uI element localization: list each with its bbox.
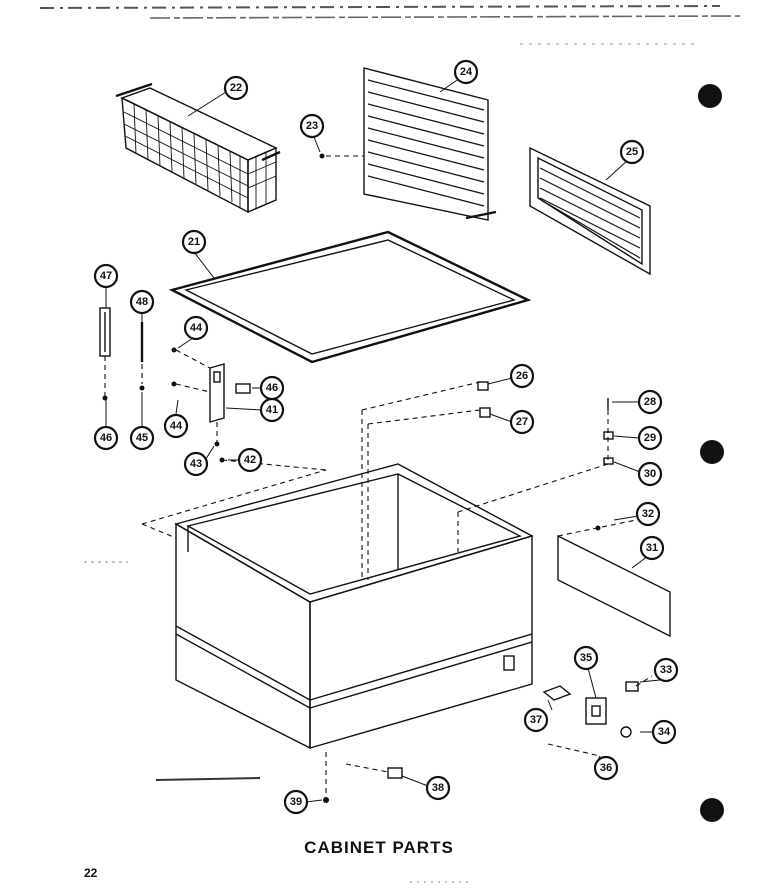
callout-21: 21 xyxy=(181,229,207,255)
callout-label: 44 xyxy=(170,420,183,432)
callout-42: 42 xyxy=(237,447,263,473)
callout-label: 38 xyxy=(432,782,444,794)
part-kick-plate xyxy=(557,519,671,638)
callout-label: 47 xyxy=(100,270,112,282)
part-cabinet-body xyxy=(141,459,534,750)
callout-32: 32 xyxy=(635,501,661,527)
callout-label: 21 xyxy=(188,236,200,248)
scan-noise-top xyxy=(39,5,741,45)
callout-label: 29 xyxy=(644,432,656,444)
callout-label: 41 xyxy=(266,404,278,416)
part-lid-gasket xyxy=(168,230,532,364)
binder-hole xyxy=(700,798,724,822)
callout-label: 45 xyxy=(136,432,148,444)
callout-43: 43 xyxy=(183,451,209,477)
callout-label: 30 xyxy=(644,468,656,480)
callout-48: 48 xyxy=(129,289,155,315)
callout-label: 48 xyxy=(136,296,148,308)
part-divider-panel xyxy=(319,67,497,221)
callout-label: 24 xyxy=(460,66,473,78)
callout-34: 34 xyxy=(651,719,677,745)
callout-label: 36 xyxy=(600,762,612,774)
callout-26: 26 xyxy=(509,363,535,389)
callout-label: 46 xyxy=(100,432,112,444)
callout-28: 28 xyxy=(637,389,663,415)
callout-label: 43 xyxy=(190,458,202,470)
page-title: CABINET PARTS xyxy=(304,838,454,857)
callout-46-hinge: 46 xyxy=(259,375,285,401)
part-fasteners-28-30 xyxy=(457,398,614,552)
callout-label: 46 xyxy=(266,382,278,394)
callout-25: 25 xyxy=(619,139,645,165)
callout-label: 37 xyxy=(530,714,542,726)
callout-45: 45 xyxy=(129,425,155,451)
callout-27: 27 xyxy=(509,409,535,435)
part-basket xyxy=(115,82,281,214)
callout-label: 39 xyxy=(290,796,302,808)
binder-hole xyxy=(700,440,724,464)
callout-label: 25 xyxy=(626,146,638,158)
callout-label: 31 xyxy=(646,542,658,554)
callout-47: 47 xyxy=(93,263,119,289)
callout-39: 39 xyxy=(283,789,309,815)
callout-label: 22 xyxy=(230,82,242,94)
callout-30: 30 xyxy=(637,461,663,487)
callout-44-top: 44 xyxy=(183,315,209,341)
callout-23: 23 xyxy=(299,113,325,139)
callout-label: 35 xyxy=(580,652,592,664)
part-hinge-assembly xyxy=(99,307,251,463)
callout-33: 33 xyxy=(653,657,679,683)
callout-35: 35 xyxy=(573,645,599,671)
callout-37: 37 xyxy=(523,707,549,733)
callout-41: 41 xyxy=(259,397,285,423)
callout-label: 26 xyxy=(516,370,528,382)
callout-29: 29 xyxy=(637,425,663,451)
part-grille xyxy=(529,146,651,276)
part-hardware-26-27 xyxy=(361,381,491,580)
callout-label: 27 xyxy=(516,416,528,428)
callout-label: 28 xyxy=(644,396,656,408)
part-bottom-hardware xyxy=(323,752,403,803)
scan-noise xyxy=(84,561,470,883)
page-number: 22 xyxy=(84,866,98,880)
callout-46-left: 46 xyxy=(93,425,119,451)
binder-hole xyxy=(698,84,722,108)
callout-44-bottom: 44 xyxy=(163,413,189,439)
callout-label: 44 xyxy=(190,322,203,334)
callout-38: 38 xyxy=(425,775,451,801)
callout-31: 31 xyxy=(639,535,665,561)
callout-label: 42 xyxy=(244,454,256,466)
callout-36: 36 xyxy=(593,755,619,781)
callout-24: 24 xyxy=(453,59,479,85)
callout-label: 23 xyxy=(306,120,318,132)
callout-label: 34 xyxy=(658,726,671,738)
part-control-components xyxy=(542,675,653,767)
callout-22: 22 xyxy=(223,75,249,101)
callout-label: 33 xyxy=(660,664,672,676)
callout-label: 32 xyxy=(642,508,654,520)
